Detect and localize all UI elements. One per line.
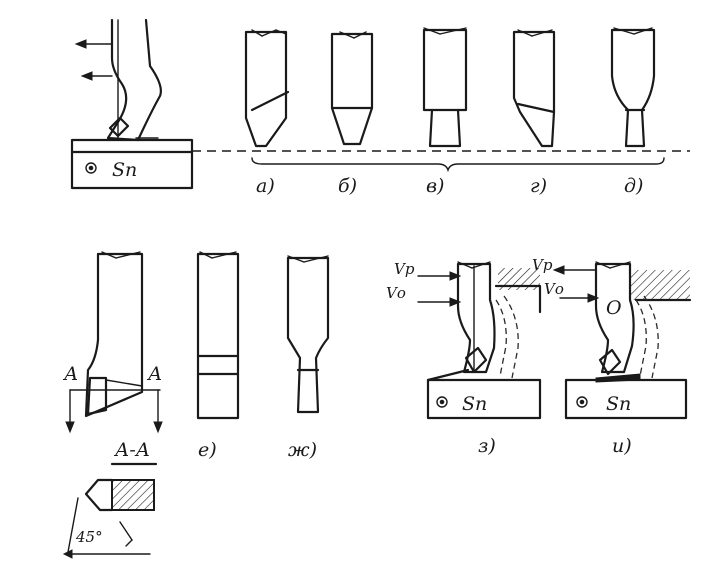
tool-v: [422, 27, 468, 148]
top-left-setup: Sп: [70, 18, 194, 190]
tool-insert: [108, 116, 130, 138]
cutting-tool: [106, 18, 162, 142]
tool-e: [196, 251, 240, 420]
tool-zh: [286, 255, 330, 414]
tool-d: [610, 27, 656, 148]
velocity-o-label-i: Vо: [544, 280, 564, 298]
section-view: [62, 478, 155, 559]
velocity-o-label-z: Vо: [386, 284, 406, 302]
tool-e-with-section: [65, 251, 163, 434]
label-a: а): [256, 175, 275, 197]
tool-g: [512, 29, 556, 148]
velocity-p-label-i: Vр: [532, 256, 553, 274]
center-mark-icon: [85, 162, 97, 174]
label-i: и): [612, 435, 632, 457]
tool-a: [244, 29, 290, 148]
angle-label: 45°: [75, 528, 103, 546]
feed-label-z: Sп: [462, 393, 487, 415]
point-label: О: [606, 297, 622, 319]
center-mark-icon: [436, 396, 448, 408]
center-mark-icon: [576, 396, 588, 408]
setup-z: [417, 261, 542, 420]
section-title: А-А: [113, 439, 150, 461]
label-g: г): [530, 175, 547, 197]
feed-label-i: Sп: [606, 393, 631, 415]
label-e: е): [198, 439, 217, 461]
section-mark-right: А: [146, 363, 162, 385]
tool-b: [330, 31, 374, 146]
velocity-p-label-z: Vр: [394, 260, 415, 278]
setup-i: [552, 261, 692, 420]
label-zh: ж): [288, 439, 317, 461]
label-z: з): [478, 435, 496, 457]
group-brace: [251, 157, 665, 173]
label-v: в): [426, 175, 444, 197]
section-mark-left: А: [62, 363, 78, 385]
label-d: д): [624, 175, 643, 197]
feed-label: Sп: [112, 159, 137, 181]
label-b: б): [338, 175, 357, 197]
